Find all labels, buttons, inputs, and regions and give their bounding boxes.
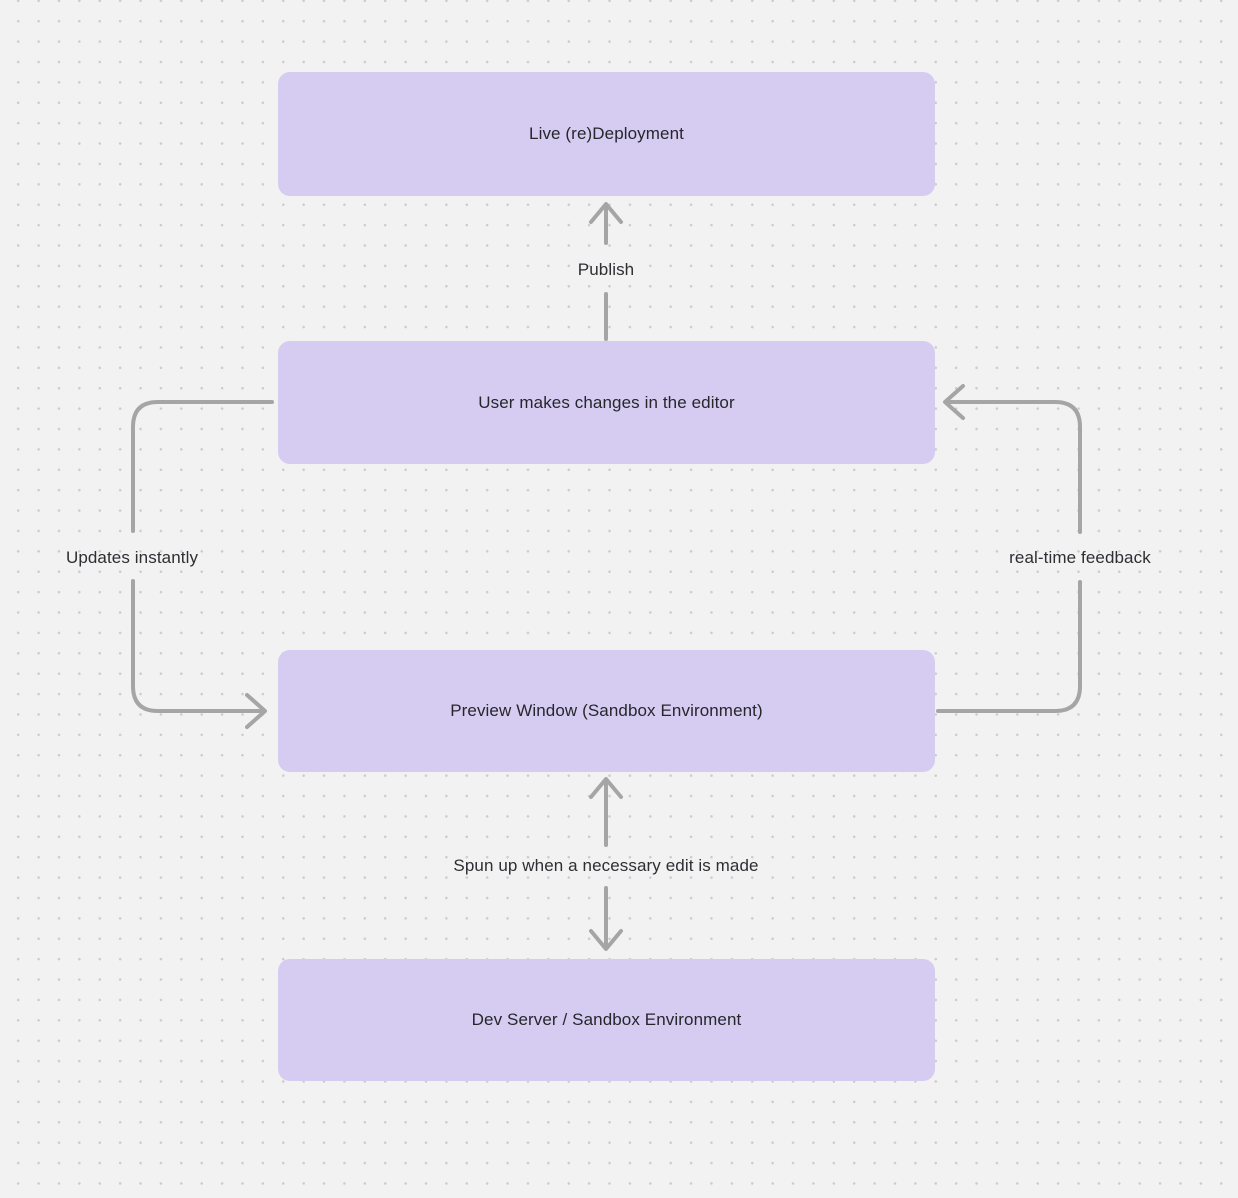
edge-updates-bottom-segment [131, 579, 264, 713]
edge-label-real-time-feedback[interactable]: real-time feedback [1009, 548, 1151, 567]
node-dev-server[interactable]: Dev Server / Sandbox Environment [278, 959, 935, 1081]
node-preview-window[interactable]: Preview Window (Sandbox Environment) [278, 650, 935, 772]
edge-label-spun-up[interactable]: Spun up when a necessary edit is made [453, 856, 759, 875]
edge-label-publish[interactable]: Publish [577, 260, 635, 279]
edge-feedback-bottom-segment [936, 580, 1082, 713]
node-dev-server-label: Dev Server / Sandbox Environment [471, 1010, 742, 1029]
edge-feedback-head-icon [943, 384, 965, 420]
edge-label-updates-instantly[interactable]: Updates instantly [65, 548, 199, 567]
edge-publish-head-icon [589, 202, 623, 224]
node-live-redeployment[interactable]: Live (re)Deployment [278, 72, 935, 196]
node-live-redeployment-label: Live (re)Deployment [529, 124, 684, 143]
node-user-changes-label: User makes changes in the editor [478, 392, 735, 412]
node-user-changes[interactable]: User makes changes in the editor [278, 341, 935, 464]
edge-spunup-up-head-icon [589, 777, 623, 799]
edge-updates-top-segment [131, 400, 274, 533]
edge-spunup-down-head-icon [589, 929, 623, 951]
edge-updates-head-icon [245, 693, 267, 729]
node-preview-window-label: Preview Window (Sandbox Environment) [450, 701, 763, 720]
edge-feedback-top-segment [946, 400, 1082, 534]
